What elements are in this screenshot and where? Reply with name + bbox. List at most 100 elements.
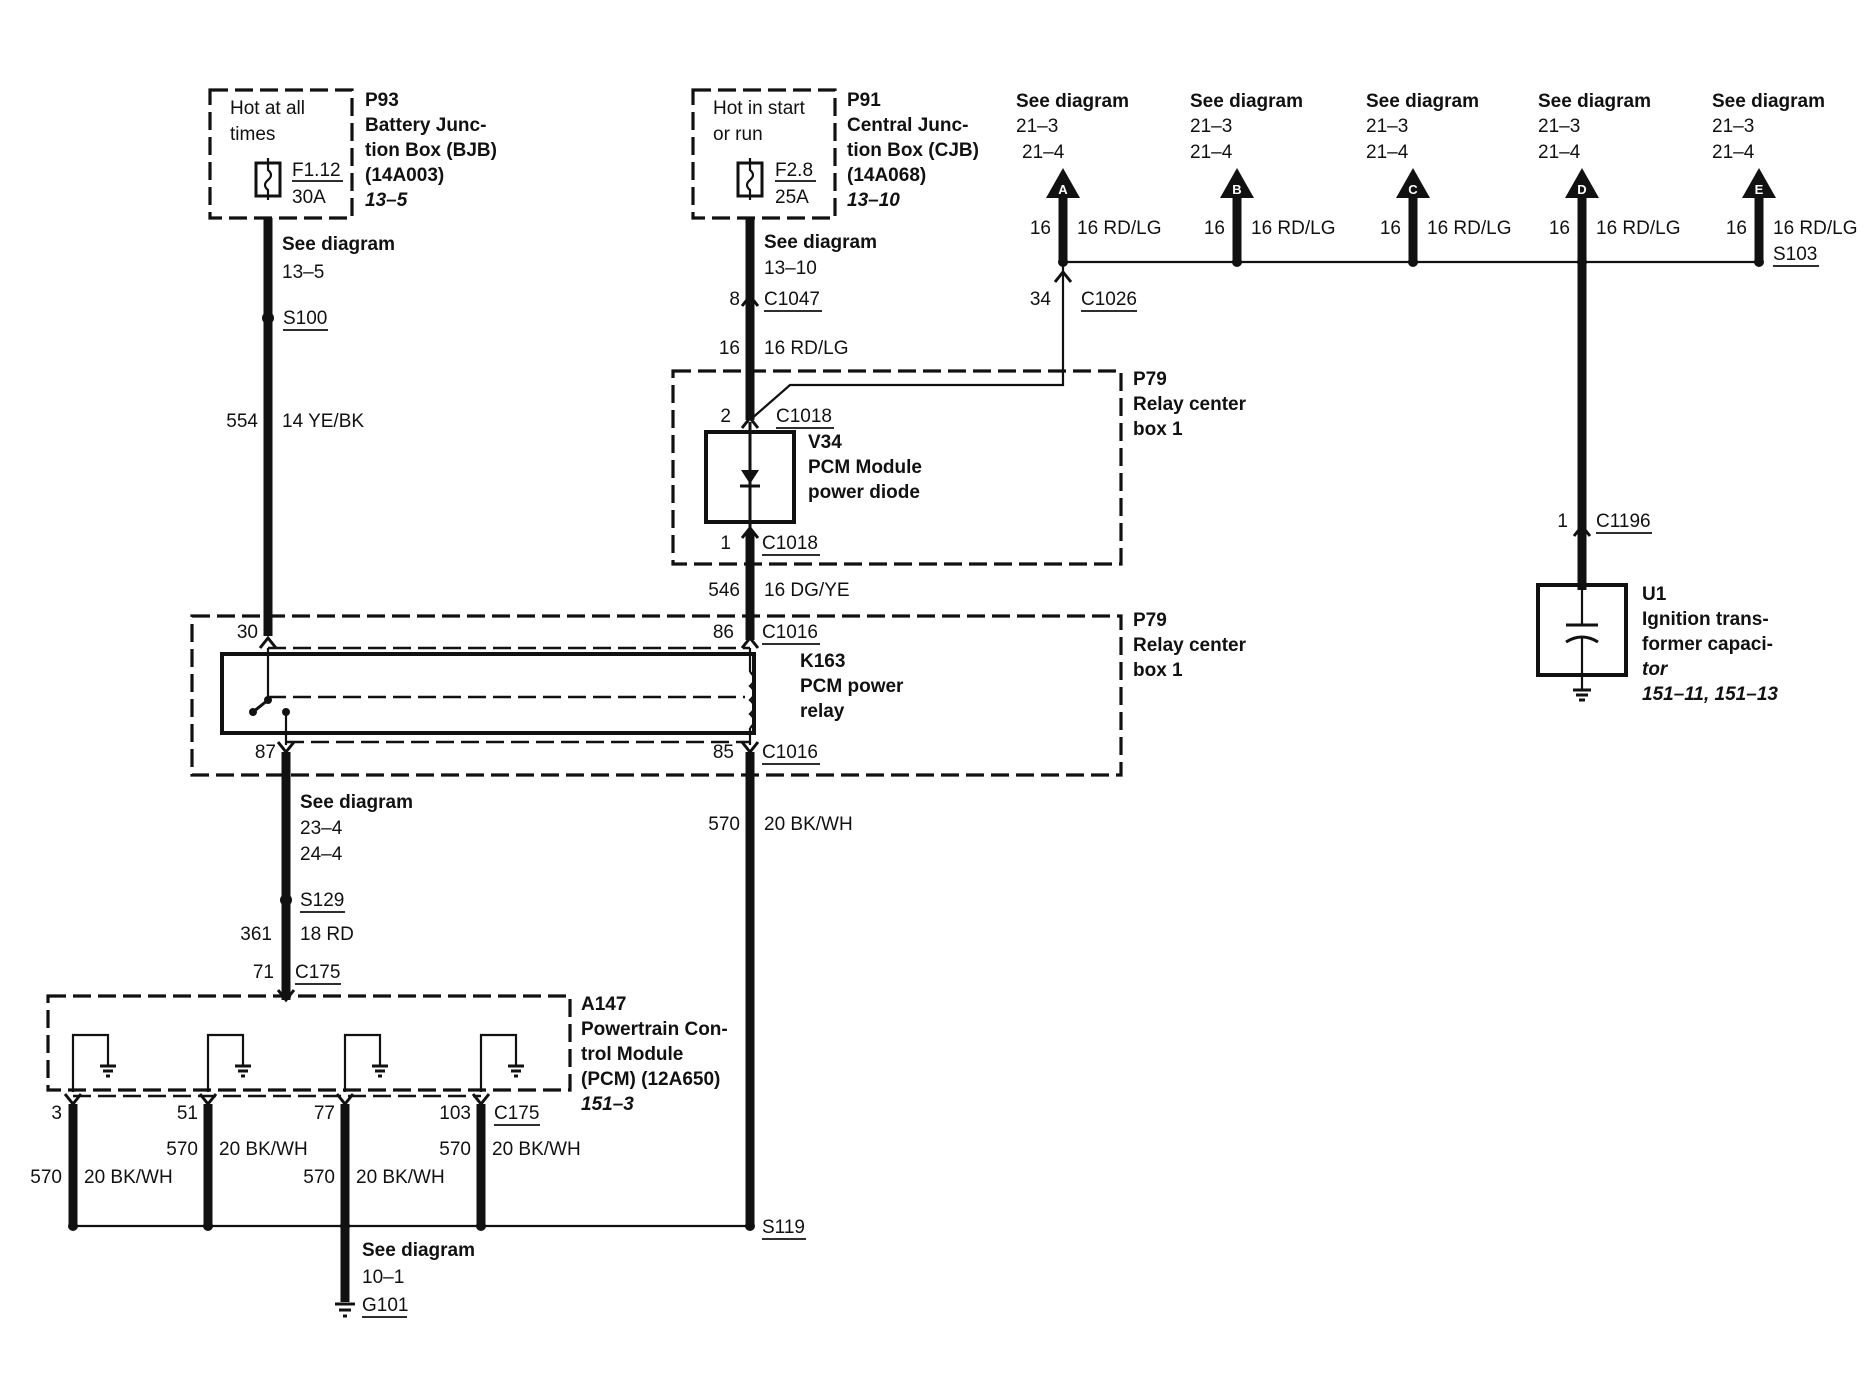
p91-id: P91 <box>847 90 881 111</box>
arrow-b-letter: B <box>1232 182 1241 197</box>
p93-part: (14A003) <box>365 165 444 186</box>
k163-relay-box <box>220 652 756 735</box>
arrow-b-circuit: 16 <box>1204 218 1225 239</box>
u1-name-line1: Ignition trans- <box>1642 609 1769 630</box>
pin103-color: 20 BK/WH <box>492 1139 581 1160</box>
p93-name-line2: tion Box (BJB) <box>365 140 497 161</box>
u1-id: U1 <box>1642 584 1667 605</box>
arrow-c-color: 16 RD/LG <box>1427 218 1511 239</box>
relay-out-conn: C175 <box>295 962 340 983</box>
relay-out-circuit: 361 <box>240 924 272 945</box>
capacitor-icon <box>1565 585 1599 690</box>
pin103-circuit: 570 <box>439 1139 471 1160</box>
arrow-d-see: See diagram <box>1538 91 1651 112</box>
splice-s129-label: S129 <box>300 890 344 911</box>
p79-lower-line2: box 1 <box>1133 660 1183 681</box>
arrow-d-group: See diagram 21–3 21–4 D 16 16 RD/LG <box>1538 91 1680 267</box>
arrow-c-see: See diagram <box>1366 91 1479 112</box>
pcm-internal-ground-3 <box>343 1033 388 1092</box>
arrow-c-icon <box>1396 168 1430 198</box>
connector-c1026 <box>1053 269 1073 283</box>
arrow-e-circuit: 16 <box>1726 218 1747 239</box>
relay-out-see: See diagram <box>300 792 413 813</box>
v34-conn-top: C1018 <box>776 406 832 427</box>
relay-out-color: 18 RD <box>300 924 354 945</box>
a147-ref: 151–3 <box>581 1094 634 1115</box>
pcm-internal-ground-2 <box>206 1033 251 1092</box>
p91-hot-line2: or run <box>713 124 763 145</box>
p93-hot-line1: Hot at all <box>230 98 305 119</box>
a147-name-line1: Powertrain Con- <box>581 1019 728 1040</box>
wire-c1018-to-c1026 <box>749 290 1065 421</box>
k163-pin85: 85 <box>713 742 734 763</box>
p93-name-line1: Battery Junc- <box>365 115 486 136</box>
arrow-e-ref1: 21–3 <box>1712 116 1754 137</box>
center-color-low: 20 BK/WH <box>764 814 853 835</box>
p79-lower-id: P79 <box>1133 610 1167 631</box>
pcm-internal-ground-4 <box>479 1033 524 1092</box>
p93-id: P93 <box>365 90 399 111</box>
arrow-a-group: See diagram 21–3 21–4 A 16 16 RD/LG <box>1016 91 1161 267</box>
pin77-circuit: 570 <box>303 1167 335 1188</box>
splice-s103-label: S103 <box>1773 244 1817 265</box>
relay-out-pin: 71 <box>253 962 274 983</box>
arrow-e-icon <box>1742 168 1776 198</box>
connector-c1196 <box>1572 523 1592 537</box>
v34-conn-bottom: C1018 <box>762 533 818 554</box>
k163-pin30: 30 <box>237 622 258 643</box>
c1047-pin: 8 <box>729 289 740 310</box>
v34-pin-bottom: 1 <box>720 533 731 554</box>
ground-see: See diagram <box>362 1240 475 1261</box>
k163-name-line1: PCM power <box>800 676 904 697</box>
arrow-d-ref2: 21–4 <box>1538 142 1581 163</box>
center-circuit-mid: 546 <box>708 580 740 601</box>
arrow-a-icon <box>1046 168 1080 198</box>
p91-part: (14A068) <box>847 165 926 186</box>
arrow-c-group: See diagram 21–3 21–4 C 16 16 RD/LG <box>1366 91 1511 267</box>
splice-s119 <box>745 1221 755 1231</box>
center-see-diagram: See diagram <box>764 232 877 253</box>
p91-hot-line1: Hot in start <box>713 98 806 119</box>
left-see-diagram: See diagram <box>282 234 395 255</box>
c1026-pin: 34 <box>1030 289 1052 310</box>
p91-amps: 25A <box>775 187 809 208</box>
p79-lower-line1: Relay center <box>1133 635 1247 656</box>
ground-id: G101 <box>362 1295 408 1316</box>
pin77-color: 20 BK/WH <box>356 1167 445 1188</box>
k163-conn-top: C1016 <box>762 622 818 643</box>
arrow-c-letter: C <box>1408 182 1418 197</box>
a147-pin-51: 51 <box>177 1103 198 1124</box>
p93-fuse: F1.12 <box>292 160 341 181</box>
a147-pin-3: 3 <box>51 1103 62 1124</box>
p79-upper-line1: Relay center <box>1133 394 1247 415</box>
center-color-top: 16 RD/LG <box>764 338 848 359</box>
arrow-d-ref1: 21–3 <box>1538 116 1580 137</box>
a147-name-line2: trol Module <box>581 1044 683 1065</box>
u1-name-line3: tor <box>1642 659 1669 680</box>
left-circuit: 554 <box>226 411 258 432</box>
p91-name-line1: Central Junc- <box>847 115 968 136</box>
arrow-b-see: See diagram <box>1190 91 1303 112</box>
p93-ref: 13–5 <box>365 190 408 211</box>
arrow-a-see: See diagram <box>1016 91 1129 112</box>
arrow-b-icon <box>1220 168 1254 198</box>
p79-upper-box <box>671 369 1123 566</box>
splice-s100-label: S100 <box>283 308 327 329</box>
arrow-c-circuit: 16 <box>1380 218 1401 239</box>
v34-name-line1: PCM Module <box>808 457 922 478</box>
k163-name-line2: relay <box>800 701 845 722</box>
arrow-d-color: 16 RD/LG <box>1596 218 1680 239</box>
k163-id: K163 <box>800 651 845 672</box>
a147-box <box>46 994 572 1092</box>
u1-name-line2: former capaci- <box>1642 634 1773 655</box>
a147-pin-77: 77 <box>314 1103 335 1124</box>
arrow-b-color: 16 RD/LG <box>1251 218 1335 239</box>
arrow-b-ref2: 21–4 <box>1190 142 1233 163</box>
p91-fuse: F2.8 <box>775 160 813 181</box>
pcm-internal-ground-1 <box>71 1033 116 1092</box>
v34-id: V34 <box>808 432 842 453</box>
connector-c1016-30 <box>258 635 278 649</box>
p93-box <box>208 88 354 220</box>
arrow-c-ref1: 21–3 <box>1366 116 1408 137</box>
